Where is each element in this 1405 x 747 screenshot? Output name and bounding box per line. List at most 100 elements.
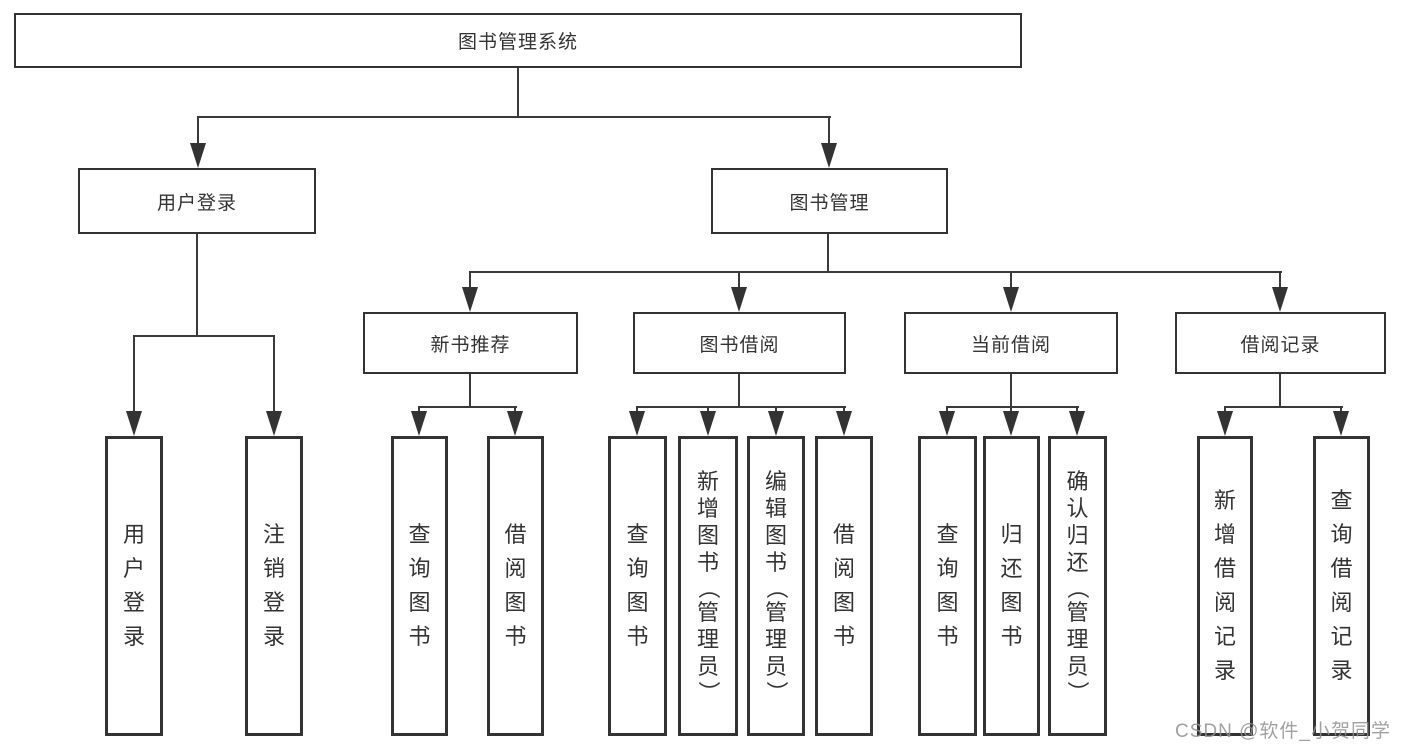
leaf-label-logout: 注销登录 [248,439,300,733]
leaf-box-confirm-return-admin: 确认归还（管理员） [1048,436,1107,736]
connector-line [273,336,275,413]
leaf-label-add-borrow-record: 新增借阅记录 [1200,439,1250,733]
connector-line [843,407,845,414]
vertical-char: 查 [408,522,431,547]
vertical-char: 查 [1330,488,1353,513]
vertical-char: （ [1065,576,1091,600]
vertical-char: 书 [764,550,787,575]
leaf-box-query-books-1: 查询图书 [391,436,448,736]
connector-line [1279,374,1281,407]
leaf-label-query-books-3: 查询图书 [921,439,974,733]
root-label: 图书管理系统 [457,32,578,53]
vertical-char: 注 [262,522,285,547]
connector-line [1340,407,1342,414]
vertical-char: 询 [1330,522,1353,547]
connector-line [946,407,948,414]
branch-label-book-management: 图书管理 [789,192,870,214]
leaf-label-query-books-2: 查询图书 [611,439,664,733]
connector-line [418,407,420,414]
branch-box-borrow-records: 借阅记录 [1175,312,1386,374]
arrow-down-icon [462,287,478,312]
connector-line [1224,406,1343,408]
leaf-label-borrow-books-2: 借阅图书 [818,439,870,733]
vertical-char: 归 [1000,522,1023,547]
connector-line [469,272,471,289]
leaf-box-add-books-admin: 新增图书（管理员） [678,436,738,736]
connector-line [1076,407,1078,414]
branch-label-borrow-records: 借阅记录 [1240,334,1321,356]
vertical-char: 书 [696,550,719,575]
branch-box-book-management: 图书管理 [711,168,948,234]
vertical-char: 借 [1330,556,1353,581]
connector-line [946,406,1079,408]
leaf-box-borrow-books-1: 借阅图书 [487,436,544,736]
leaf-label-edit-books-admin: 编辑图书（管理员） [750,439,802,733]
connector-line [197,117,199,145]
connector-line [196,234,198,336]
vertical-char: 员 [696,654,719,679]
vertical-char: 录 [1213,658,1236,683]
branch-label-current-borrow: 当前借阅 [970,334,1051,356]
vertical-char: （ [763,576,789,600]
connector-line [827,234,829,272]
leaf-label-borrow-books-1: 借阅图书 [490,439,541,733]
branch-box-current-borrow: 当前借阅 [904,312,1118,374]
vertical-char: 图 [696,523,719,548]
arrow-down-icon [731,287,747,312]
vertical-char: 录 [1330,658,1353,683]
connector-line [1010,407,1012,414]
vertical-char: 图 [832,590,855,615]
vertical-char: ） [1065,680,1091,704]
vertical-char: 书 [936,624,959,649]
vertical-char: 阅 [1213,590,1236,615]
arrow-down-icon [1069,411,1085,436]
vertical-char: 阅 [504,556,527,581]
vertical-char: 书 [626,624,649,649]
vertical-char: 管 [696,600,719,625]
connector-line [775,407,777,414]
vertical-char: 查 [626,522,649,547]
arrow-down-icon [836,411,852,436]
vertical-char: 登 [262,590,285,615]
connector-line [133,335,275,337]
vertical-char: 员 [764,654,787,679]
connector-line [636,407,638,414]
vertical-char: 编 [764,469,787,494]
leaf-box-query-books-3: 查询图书 [918,436,977,736]
vertical-char: ） [695,680,721,704]
vertical-char: 理 [696,627,719,652]
arrow-down-icon [1003,411,1019,436]
leaf-box-borrow-books-2: 借阅图书 [815,436,873,736]
vertical-char: 记 [1213,624,1236,649]
connector-line [469,374,471,407]
arrow-down-icon [1272,287,1288,312]
vertical-char: 登 [122,590,145,615]
leaf-box-edit-books-admin: 编辑图书（管理员） [747,436,805,736]
vertical-char: （ [695,576,721,600]
connector-line [707,407,709,414]
branch-label-new-book-recommend: 新书推荐 [430,334,511,356]
leaf-label-add-books-admin: 新增图书（管理员） [681,439,735,733]
connector-line [469,271,1282,273]
leaf-box-user-login: 用户登录 [105,436,163,736]
vertical-char: 询 [626,556,649,581]
branch-box-new-book-recommend: 新书推荐 [363,312,578,374]
vertical-char: 借 [1213,556,1236,581]
leaf-label-query-borrow-record: 查询借阅记录 [1316,439,1367,733]
vertical-char: 借 [832,522,855,547]
vertical-char: 书 [1000,624,1023,649]
connector-line [738,272,740,289]
vertical-char: 增 [1213,522,1236,547]
arrow-down-icon [821,143,837,168]
connector-line [418,406,517,408]
vertical-char: 员 [1066,654,1089,679]
vertical-char: 书 [504,624,527,649]
vertical-char: 借 [504,522,527,547]
vertical-char: 图 [504,590,527,615]
arrow-down-icon [1217,411,1233,436]
vertical-char: 管 [764,600,787,625]
leaf-label-query-books-1: 查询图书 [394,439,445,733]
vertical-char: 新 [696,469,719,494]
vertical-char: 阅 [1330,590,1353,615]
